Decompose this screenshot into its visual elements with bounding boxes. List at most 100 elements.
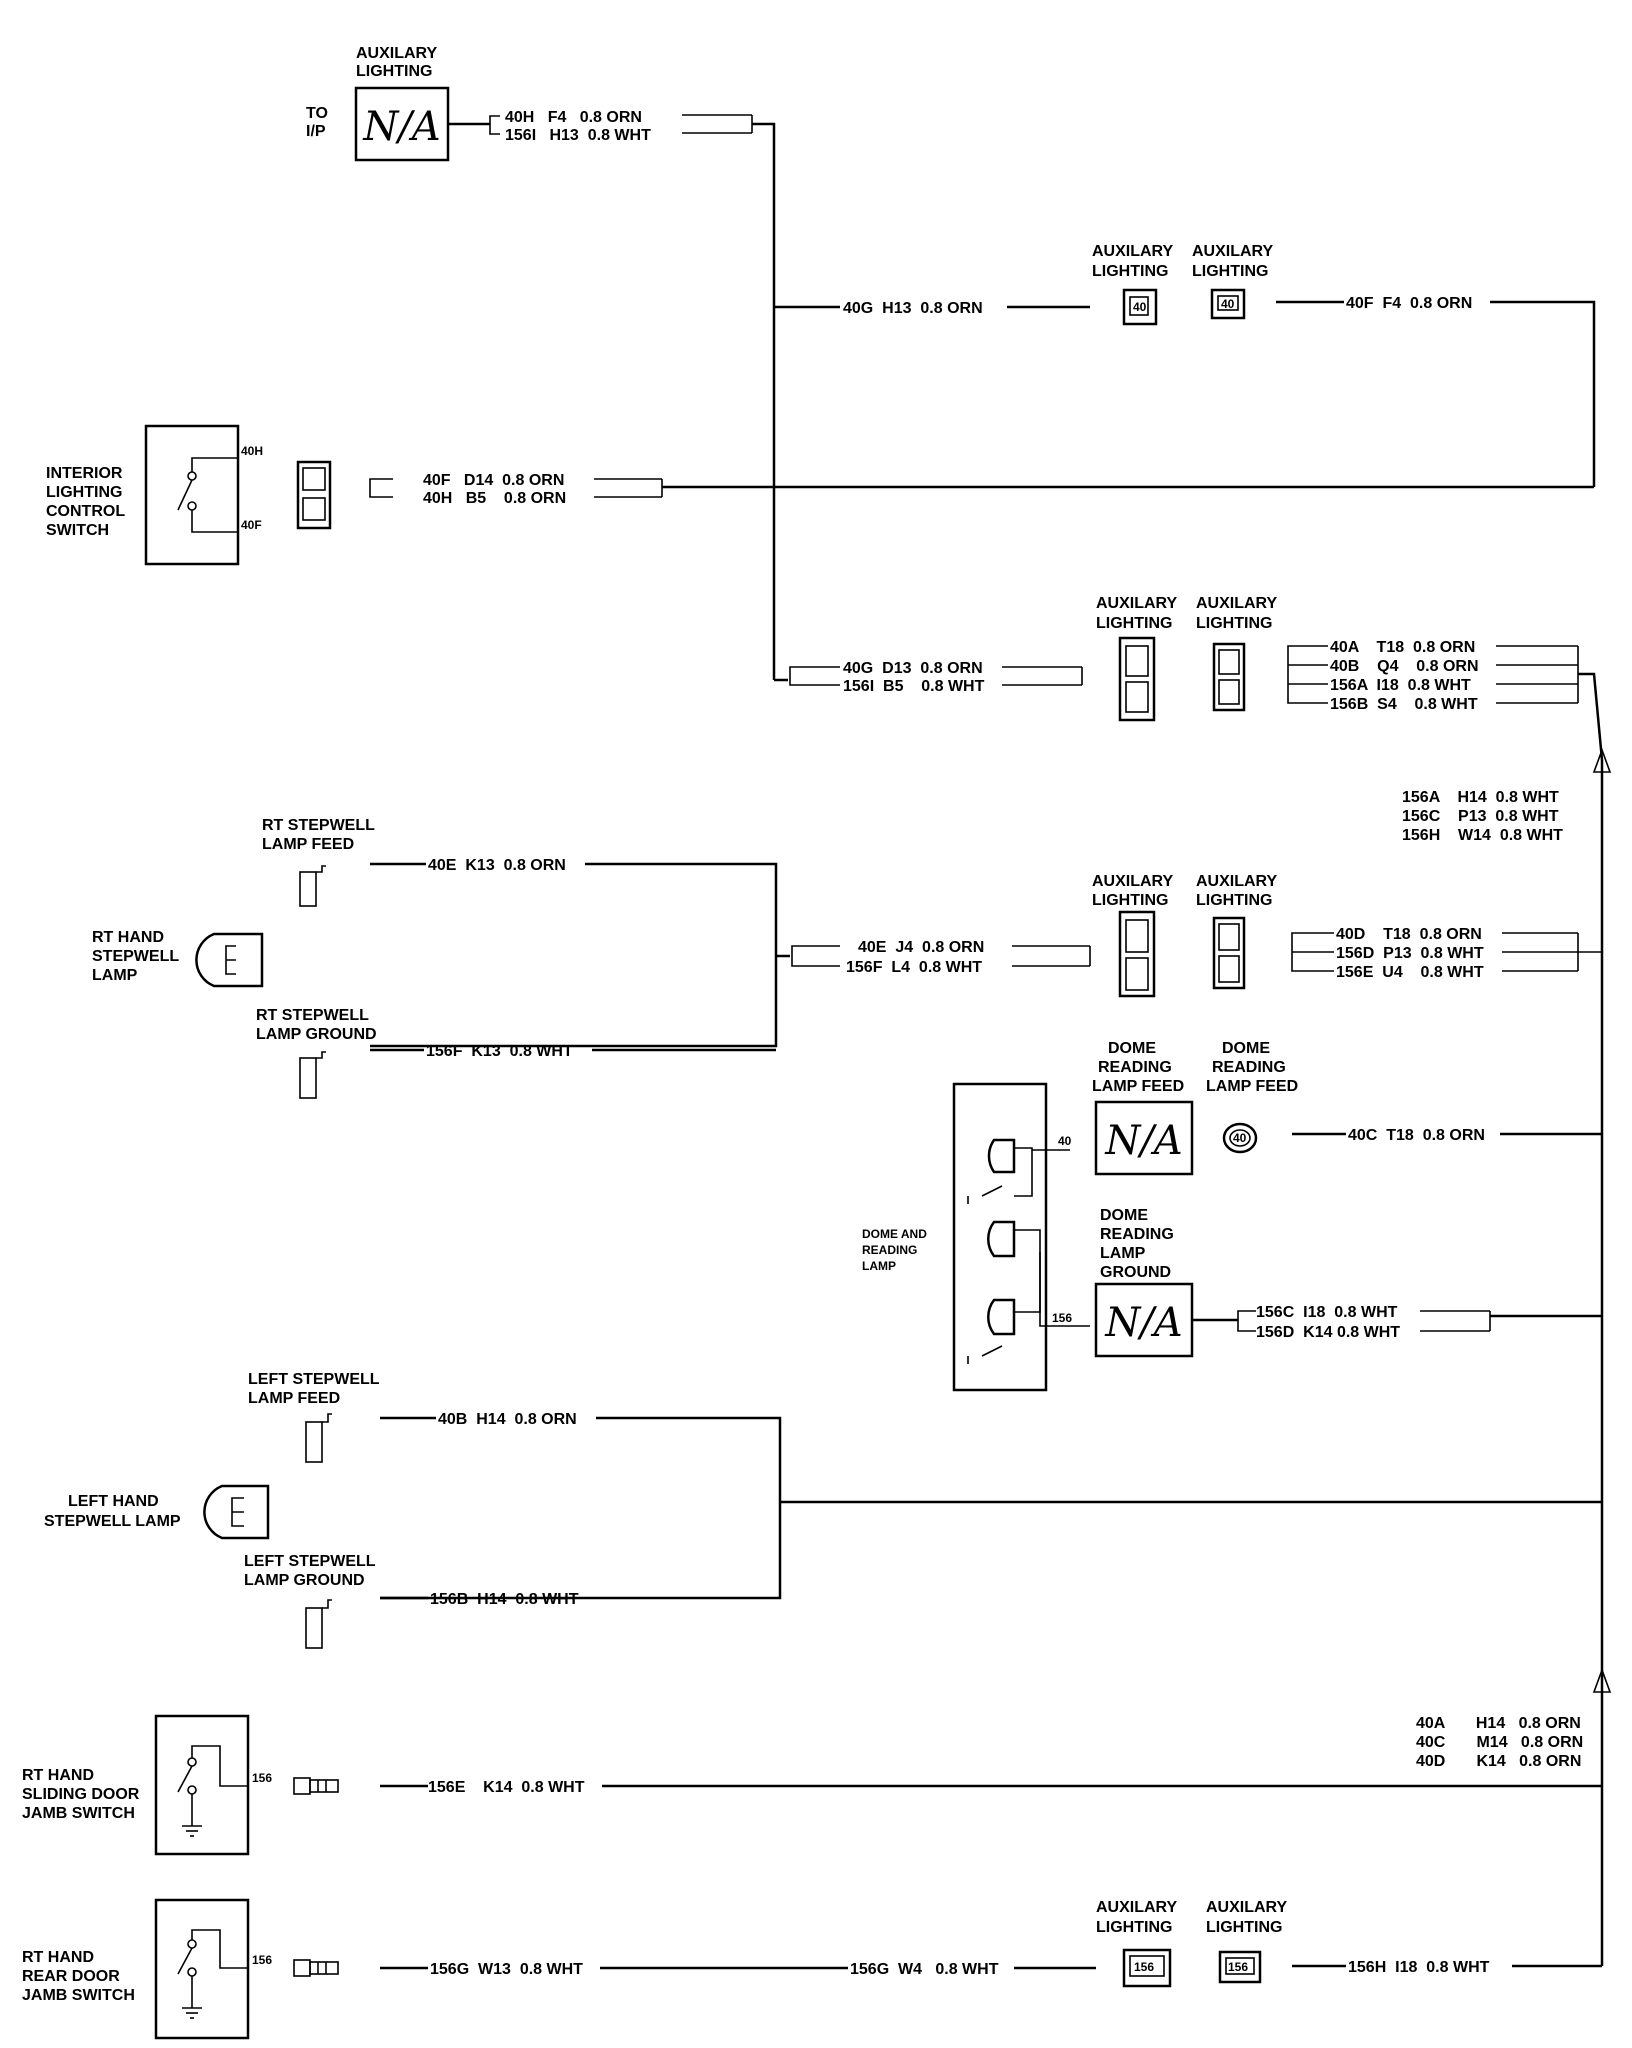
dome-pin-40: 40 (1058, 1134, 1072, 1148)
wire-156f-l4: 156F L4 0.8 WHT (846, 959, 982, 976)
wire-156g-w13: 156G W13 0.8 WHT (430, 1961, 583, 1978)
rt-sliding-door-jamb-switch: RT HAND SLIDING DOOR JAMB SWITCH 156 156… (22, 1714, 1602, 1856)
dome-reading-lamp-label-1: DOME AND (862, 1227, 927, 1241)
rt-hand-stepwell-lamp (195, 932, 264, 988)
dome-reading-lamp-label-3: LAMP (862, 1259, 896, 1273)
na-text-dome-feed: N/A (1104, 1118, 1182, 1164)
wire-156f-k13: 156F K13 0.8 WHT (426, 1043, 573, 1060)
aux-label-d1: AUXILARY (1196, 595, 1278, 612)
na-text-top: N/A (362, 104, 440, 150)
dome-ground-label-3: LAMP (1100, 1245, 1146, 1262)
wire-40b-q4: 40B Q4 0.8 ORN (1330, 658, 1479, 675)
wire-156d-k14: 156D K14 0.8 WHT (1256, 1324, 1400, 1341)
dome-ground-label-2: READING (1100, 1226, 1174, 1243)
rt-rear-door-jamb-switch: RT HAND REAR DOOR JAMB SWITCH 156 156G W… (22, 1898, 1602, 2040)
aux-connector-f (1212, 916, 1246, 990)
dome-bulb-1 (987, 1138, 1016, 1174)
aux-label-e1: AUXILARY (1092, 873, 1174, 890)
aux-label-d2: LIGHTING (1196, 615, 1272, 632)
aux-top-label-2: LIGHTING (356, 63, 432, 80)
left-stepwell-ground-label-1: LEFT STEPWELL (244, 1553, 376, 1570)
dome-ground-label-4: GROUND (1100, 1264, 1171, 1281)
left-stepwell-feed-label-2: LAMP FEED (248, 1390, 340, 1407)
left-stepwell-ground-terminal (305, 1607, 323, 1649)
rt-stepwell-lamp-group: RT STEPWELL LAMP FEED 40E K13 0.8 ORN RT… (92, 817, 1091, 1099)
aux-label-h2: LIGHTING (1206, 1919, 1282, 1936)
aux-label-b2: LIGHTING (1192, 263, 1268, 280)
rt-stepwell-ground-label-2: LAMP GROUND (256, 1026, 377, 1043)
left-hand-stepwell-lamp-label-1: LEFT HAND (68, 1493, 159, 1510)
na-box-dome-feed (1094, 1100, 1194, 1176)
splice-40a: 40A H14 0.8 ORN (1416, 1715, 1581, 1732)
wire-156a-i18: 156A I18 0.8 WHT (1330, 677, 1471, 694)
interior-switch-connector (296, 460, 332, 530)
aux-label-c1: AUXILARY (1096, 595, 1178, 612)
aux-label-g1: AUXILARY (1096, 1899, 1178, 1916)
dome-feed-label-a3: LAMP FEED (1092, 1078, 1184, 1095)
dome-feed-label-b1: DOME (1222, 1040, 1270, 1057)
splice-156a: 156A H14 0.8 WHT (1402, 789, 1559, 806)
wire-156h-i18: 156H I18 0.8 WHT (1348, 1959, 1490, 1976)
aux-connector-e (1118, 910, 1156, 998)
splice-marker-lower (1592, 1667, 1612, 1693)
interior-switch-label-4: SWITCH (46, 522, 109, 539)
interior-switch-label-1: INTERIOR (46, 465, 123, 482)
to-ip-label-1: TO (306, 105, 328, 122)
splice-156c: 156C P13 0.8 WHT (1402, 808, 1559, 825)
rt-stepwell-ground-terminal (299, 1057, 317, 1099)
dome-feed-label-a1: DOME (1108, 1040, 1156, 1057)
interior-switch-label-3: CONTROL (46, 503, 125, 520)
rt-sliding-connector (293, 1777, 311, 1795)
connector-40-male (1210, 288, 1246, 320)
interior-switch-label-2: LIGHTING (46, 484, 122, 501)
wire-40g-h13: 40G H13 0.8 ORN (843, 300, 983, 317)
rt-stepwell-feed-terminal (299, 871, 317, 907)
rt-sliding-switch-label-3: JAMB SWITCH (22, 1805, 135, 1822)
aux-label-b1: AUXILARY (1192, 243, 1274, 260)
rt-rear-switch-label-2: REAR DOOR (22, 1968, 120, 1985)
aux-lighting-40d-connector: AUXILARY LIGHTING AUXILARY LIGHTING 40D … (1092, 873, 1602, 998)
svg-text:40: 40 (1221, 297, 1235, 311)
connector-40-female (1122, 288, 1158, 326)
aux-label-h1: AUXILARY (1206, 1899, 1288, 1916)
rt-sliding-switch-label-1: RT HAND (22, 1767, 94, 1784)
aux-label-f1: AUXILARY (1196, 873, 1278, 890)
svg-text:40: 40 (1233, 1131, 1247, 1145)
svg-text:156: 156 (1228, 1960, 1248, 1974)
wire-156d-p13: 156D P13 0.8 WHT (1336, 945, 1484, 962)
aux-label-e2: LIGHTING (1092, 892, 1168, 909)
na-box-dome-ground (1094, 1282, 1194, 1358)
dome-reading-lamp-group: DOME READING LAMP FEED DOME READING LAMP… (862, 1040, 1602, 1392)
wire-156g-w4: 156G W4 0.8 WHT (850, 1961, 999, 1978)
aux-top-label-1: AUXILARY (356, 45, 438, 62)
aux-lighting-40g-d13-connector: 40G D13 0.8 ORN 156I B5 0.8 WHT AUXILARY… (774, 595, 1604, 761)
rt-hand-stepwell-lamp-label-3: LAMP (92, 967, 138, 984)
rt-rear-connector (293, 1959, 311, 1977)
dome-pin-156: 156 (1052, 1311, 1072, 1325)
wire-40e-k13: 40E K13 0.8 ORN (428, 857, 566, 874)
rt-rear-switch-box (154, 1898, 250, 2040)
dome-feed-connector (1222, 1122, 1258, 1154)
wire-40f-d14: 40F D14 0.8 ORN (423, 472, 564, 489)
sw-pin-40f: 40F (241, 518, 262, 532)
wire-40f-f4: 40F F4 0.8 ORN (1346, 295, 1472, 312)
svg-text:40: 40 (1133, 300, 1147, 314)
wire-156e-k14: 156E K14 0.8 WHT (428, 1779, 585, 1796)
dome-feed-label-a2: READING (1098, 1059, 1172, 1076)
dome-reading-lamp-box (952, 1082, 1048, 1392)
splice-156h: 156H W14 0.8 WHT (1402, 827, 1563, 844)
wire-156i-b5: 156I B5 0.8 WHT (843, 678, 985, 695)
splice-marker-upper (1592, 747, 1612, 773)
wire-156b-s4: 156B S4 0.8 WHT (1330, 696, 1478, 713)
wire-40a-t18: 40A T18 0.8 ORN (1330, 639, 1475, 656)
interior-lighting-control-switch: INTERIOR LIGHTING CONTROL SWITCH 40H 40F… (46, 424, 1594, 566)
dome-feed-label-b2: READING (1212, 1059, 1286, 1076)
sw-pin-40h: 40H (241, 444, 263, 458)
svg-text:156: 156 (1134, 1960, 1154, 1974)
rt-sliding-switch-label-2: SLIDING DOOR (22, 1786, 140, 1803)
rt-sliding-pin-156: 156 (252, 1771, 272, 1785)
rt-sliding-switch-box (154, 1714, 250, 1856)
wire-40b-h14: 40B H14 0.8 ORN (438, 1411, 577, 1428)
to-ip-label-2: I/P (306, 123, 326, 140)
rt-hand-stepwell-lamp-label-2: STEPWELL (92, 948, 179, 965)
